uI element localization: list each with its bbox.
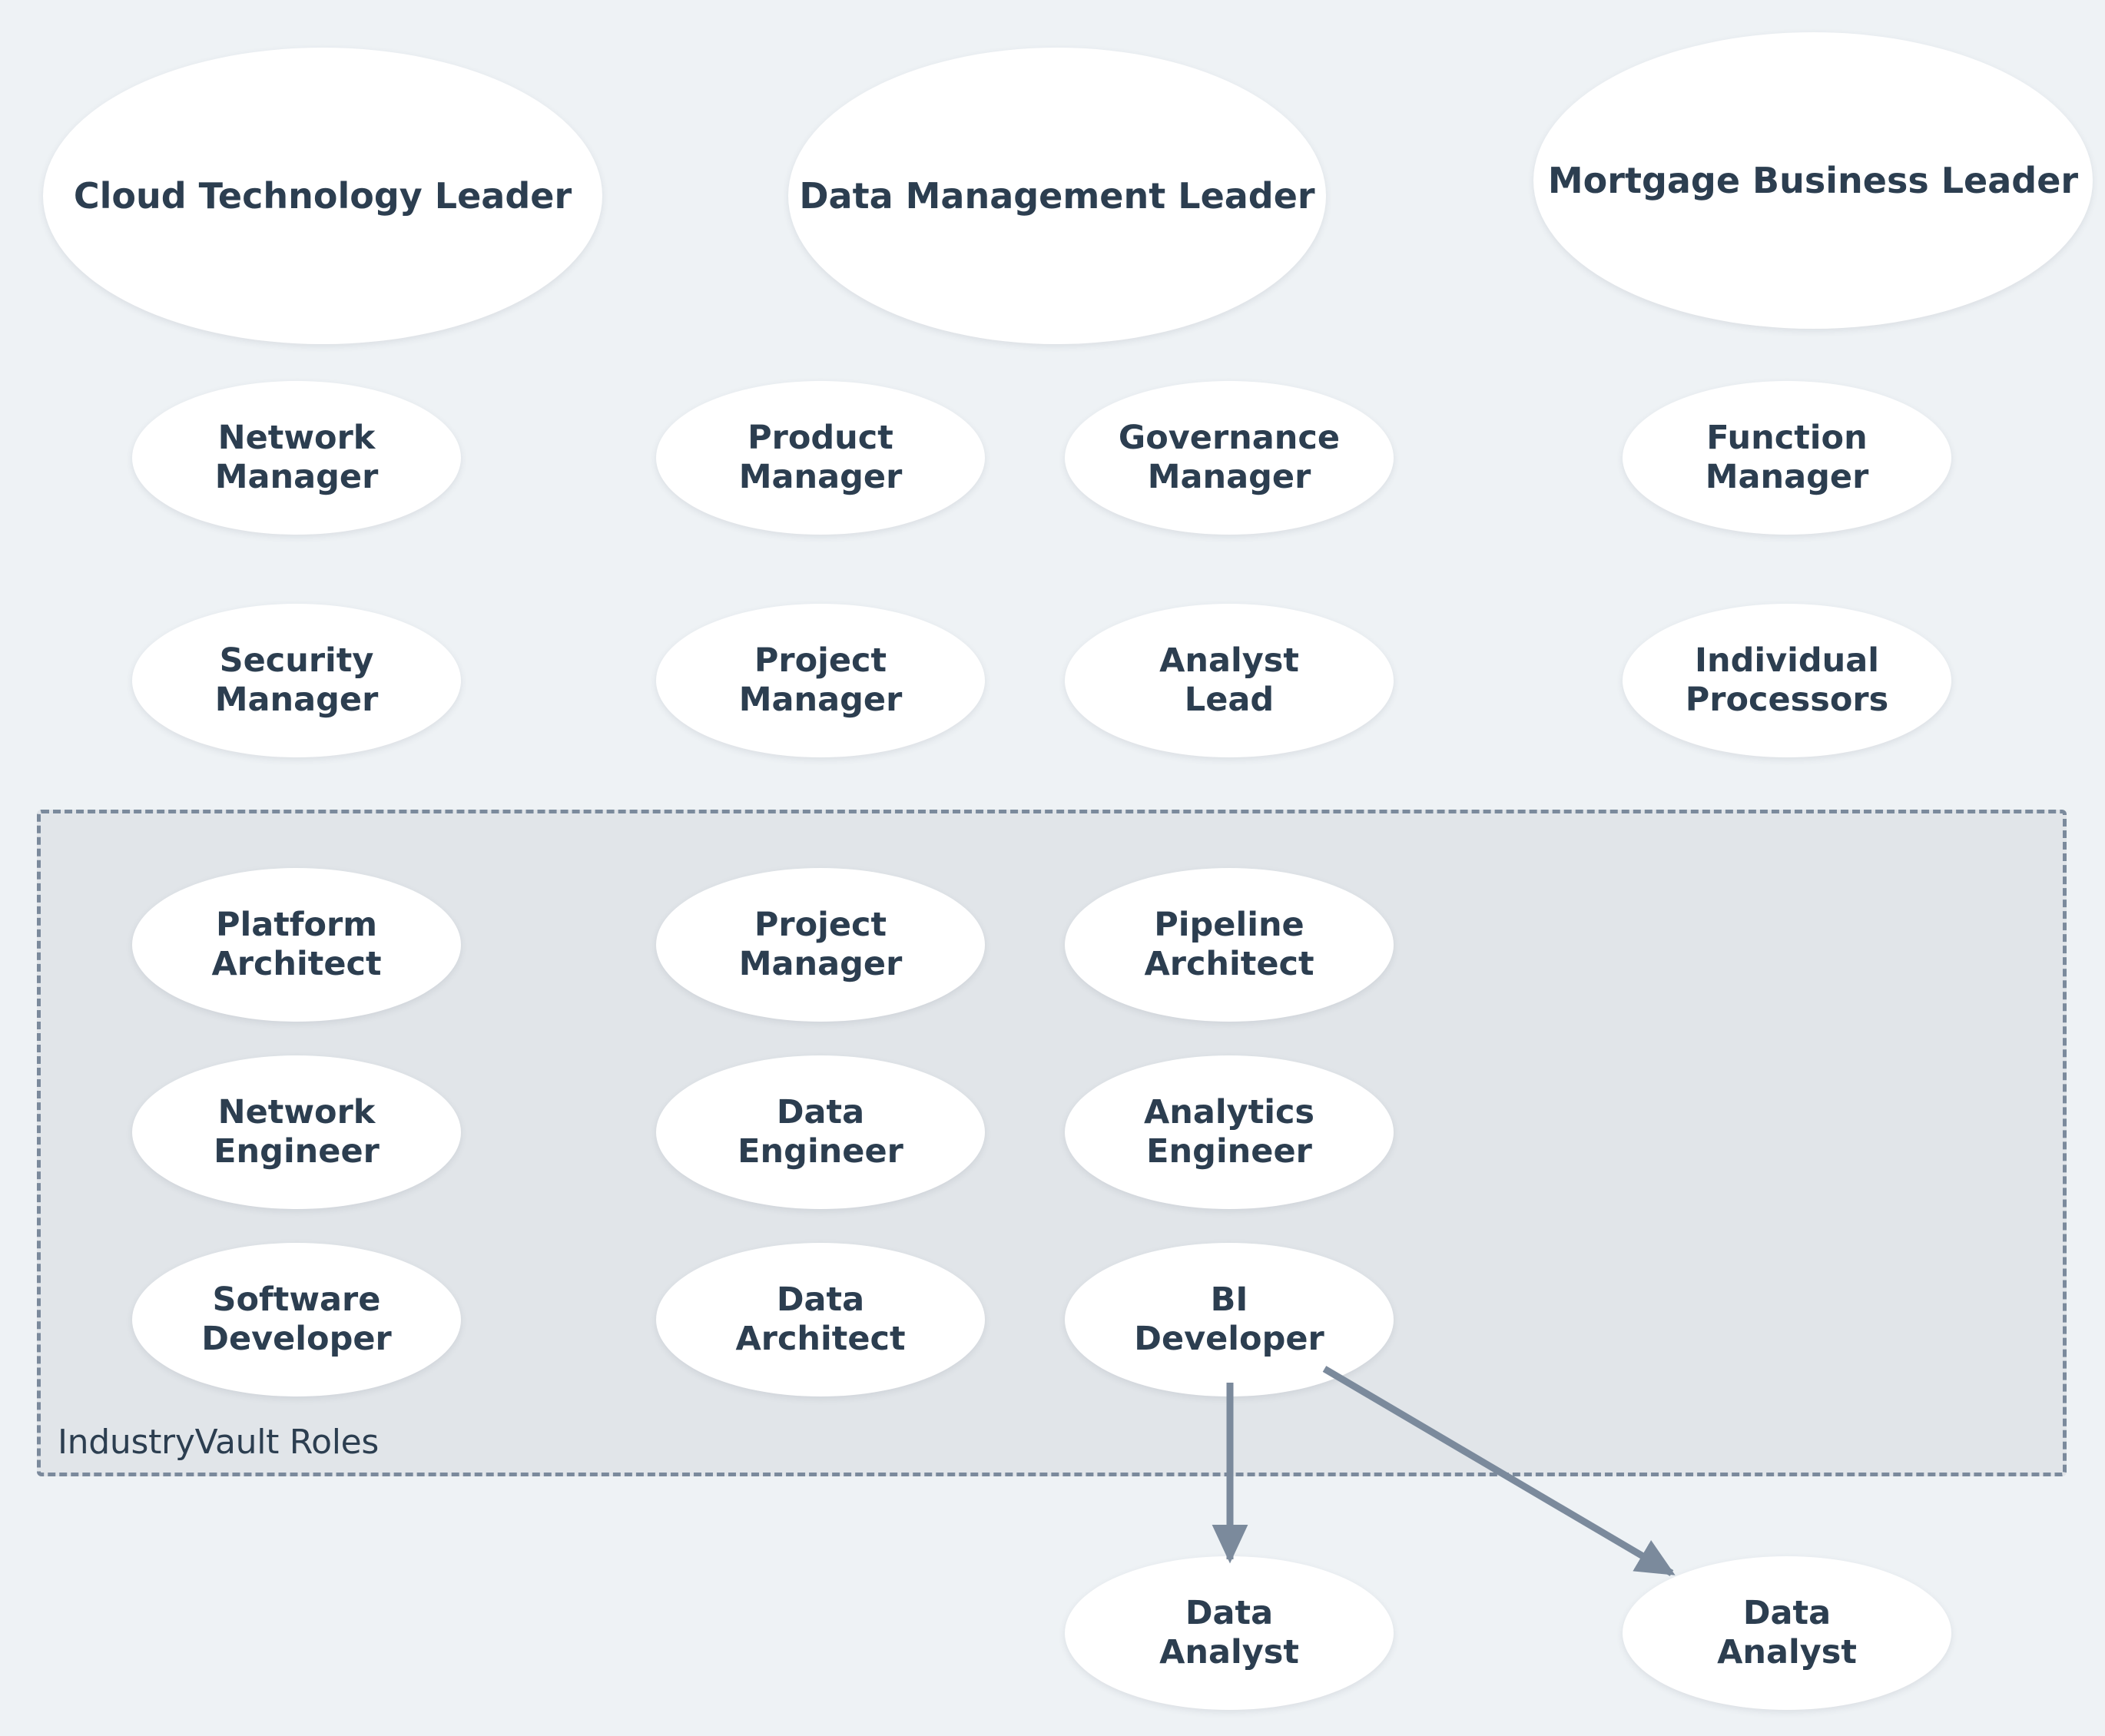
- node-label: Cloud Technology Leader: [73, 174, 572, 217]
- node-label: Data Engineer: [738, 1093, 903, 1171]
- node-label: Network Engineer: [214, 1093, 380, 1171]
- node-label: Data Analyst: [1159, 1594, 1299, 1671]
- node-security-manager[interactable]: Security Manager: [132, 604, 461, 757]
- node-data-architect[interactable]: Data Architect: [656, 1243, 985, 1396]
- node-function-manager[interactable]: Function Manager: [1623, 381, 1951, 535]
- node-network-engineer[interactable]: Network Engineer: [132, 1055, 461, 1209]
- node-data-analyst-right[interactable]: Data Analyst: [1623, 1556, 1951, 1710]
- node-project-manager-iv[interactable]: Project Manager: [656, 868, 985, 1022]
- node-label: Software Developer: [201, 1280, 392, 1358]
- node-label: Analytics Engineer: [1143, 1093, 1315, 1171]
- node-label: BI Developer: [1134, 1280, 1324, 1358]
- node-individual-processors[interactable]: Individual Processors: [1623, 604, 1951, 757]
- node-label: Function Manager: [1705, 419, 1869, 496]
- node-analytics-engineer[interactable]: Analytics Engineer: [1065, 1055, 1394, 1209]
- node-label: Project Manager: [738, 641, 903, 719]
- node-network-manager[interactable]: Network Manager: [132, 381, 461, 535]
- node-label: Platform Architect: [211, 906, 382, 983]
- node-label: Product Manager: [738, 419, 903, 496]
- node-pipeline-architect[interactable]: Pipeline Architect: [1065, 868, 1394, 1022]
- node-label: Data Architect: [735, 1280, 906, 1358]
- node-label: Individual Processors: [1685, 641, 1889, 719]
- node-data-analyst-left[interactable]: Data Analyst: [1065, 1556, 1394, 1710]
- node-label: Security Manager: [214, 641, 379, 719]
- node-mortgage-business-leader[interactable]: Mortgage Business Leader: [1533, 32, 2093, 329]
- node-cloud-technology-leader[interactable]: Cloud Technology Leader: [43, 48, 602, 344]
- node-label: Pipeline Architect: [1144, 906, 1314, 983]
- node-label: Analyst Lead: [1159, 641, 1299, 719]
- node-label: Network Manager: [214, 419, 379, 496]
- node-platform-architect[interactable]: Platform Architect: [132, 868, 461, 1022]
- node-label: Mortgage Business Leader: [1547, 159, 2079, 201]
- node-product-manager[interactable]: Product Manager: [656, 381, 985, 535]
- node-analyst-lead[interactable]: Analyst Lead: [1065, 604, 1394, 757]
- node-governance-manager[interactable]: Governance Manager: [1065, 381, 1394, 535]
- node-bi-developer[interactable]: BI Developer: [1065, 1243, 1394, 1396]
- node-label: Governance Manager: [1118, 419, 1341, 496]
- node-label: Project Manager: [738, 906, 903, 983]
- industryvault-roles-group-label: IndustryVault Roles: [58, 1423, 380, 1462]
- node-data-management-leader[interactable]: Data Management Leader: [788, 48, 1326, 344]
- node-project-manager-top[interactable]: Project Manager: [656, 604, 985, 757]
- node-label: Data Analyst: [1717, 1594, 1857, 1671]
- node-label: Data Management Leader: [799, 174, 1315, 217]
- node-data-engineer[interactable]: Data Engineer: [656, 1055, 985, 1209]
- node-software-developer[interactable]: Software Developer: [132, 1243, 461, 1396]
